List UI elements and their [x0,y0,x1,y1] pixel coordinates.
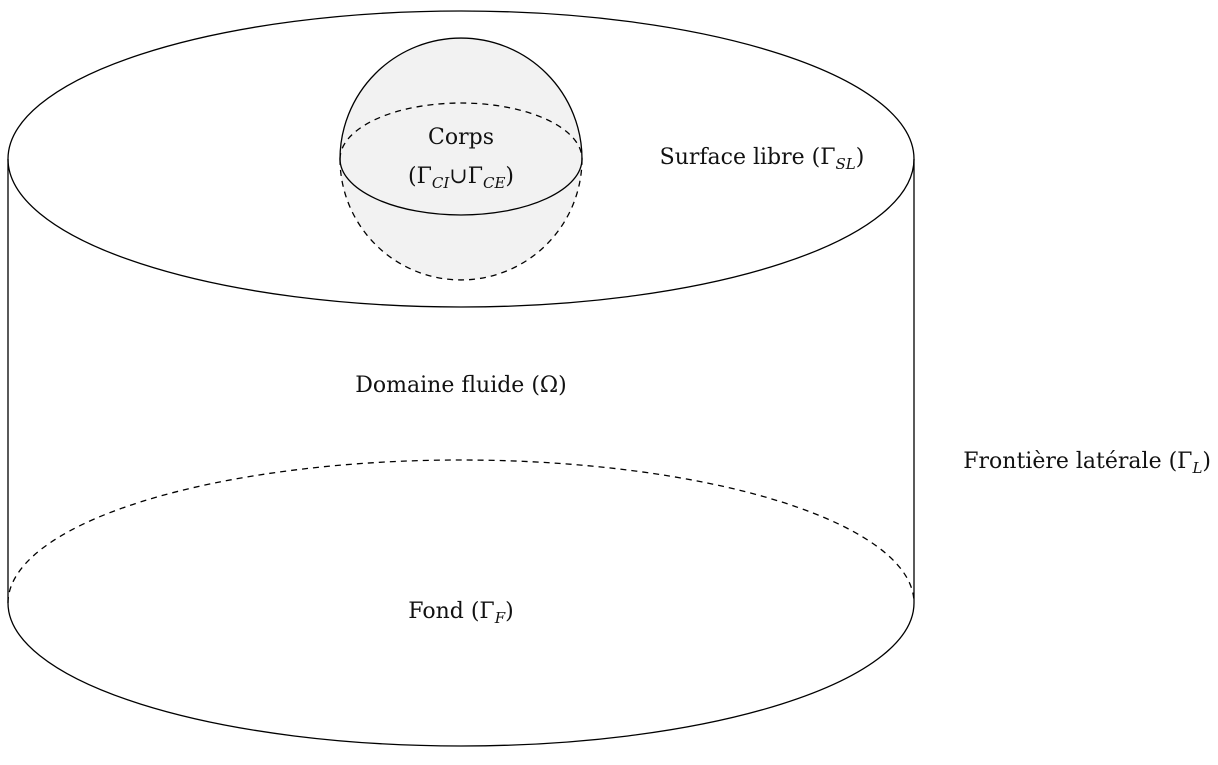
bottom-label: Fond (ΓF) [408,599,513,627]
body-waterline-front [339,158,583,216]
body-lower-arc-hidden [339,158,583,281]
lateral-boundary-label: Frontière latérale (ΓL) [963,449,1211,477]
free-surface-label: Surface libre (ΓSL) [660,145,865,173]
body-waterline-back [339,102,583,160]
bottom-ellipse-front [7,602,915,747]
bottom-ellipse-back [7,459,915,604]
body-sphere-fill [340,38,582,280]
body-boundary-label: (ΓCI∪ΓCE) [408,164,514,192]
fluid-domain-label: Domaine fluide (Ω) [355,373,566,398]
floating-body [339,37,583,281]
body-upper-arc [339,37,583,160]
body-label: Corps [428,125,494,150]
